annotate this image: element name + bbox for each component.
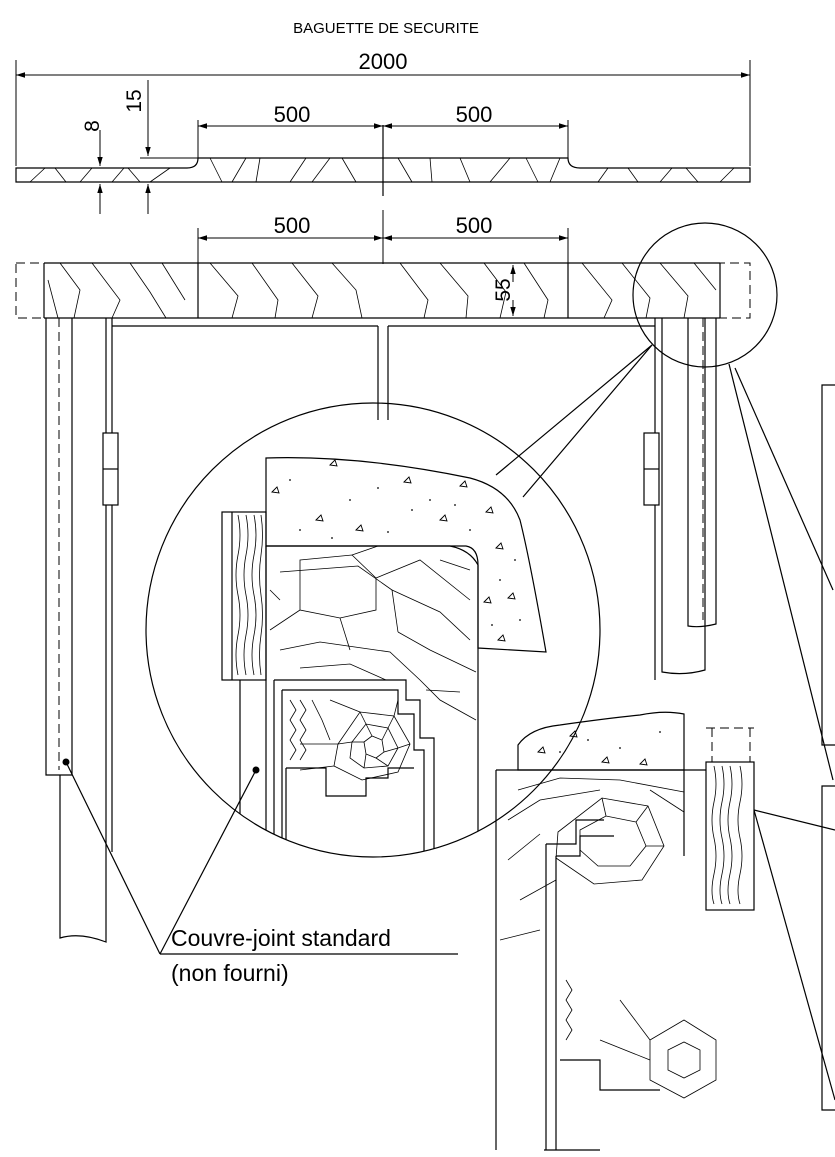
cover-joint-label: Couvre-joint standard xyxy=(171,925,391,951)
cover-joint-note: (non fourni) xyxy=(171,960,289,986)
lintel-height-label: 55 xyxy=(492,278,515,301)
detail-callout-circle xyxy=(495,222,834,781)
thickness-thick-label: 15 xyxy=(123,89,146,112)
drawing-title: BAGUETTE DE SECURITE xyxy=(293,20,479,37)
cover-joint-callout: Couvre-joint standard (non fourni) xyxy=(65,761,458,986)
lintel xyxy=(15,262,751,319)
right-jamb xyxy=(387,318,717,680)
left-jamb xyxy=(45,318,379,943)
lintel-span-dimensions: 500 500 xyxy=(197,210,569,264)
lintel-right-span-label: 500 xyxy=(456,213,493,238)
lintel-height-dimension: 55 xyxy=(492,265,516,316)
overall-length-dimension: 2000 xyxy=(15,49,751,166)
lintel-left-span-label: 500 xyxy=(274,213,311,238)
thickness-thin-label: 8 xyxy=(81,120,104,132)
safety-strip-profile xyxy=(15,125,751,196)
overall-length-label: 2000 xyxy=(359,49,408,74)
magnified-detail xyxy=(145,402,601,858)
bottom-detail xyxy=(495,711,835,1151)
strip-span-dimensions: 500 500 xyxy=(197,102,569,160)
right-edge-frames xyxy=(821,384,835,1111)
thickness-dimensions: 8 15 xyxy=(81,80,200,214)
strip-right-span-label: 500 xyxy=(456,102,493,127)
strip-left-span-label: 500 xyxy=(274,102,311,127)
